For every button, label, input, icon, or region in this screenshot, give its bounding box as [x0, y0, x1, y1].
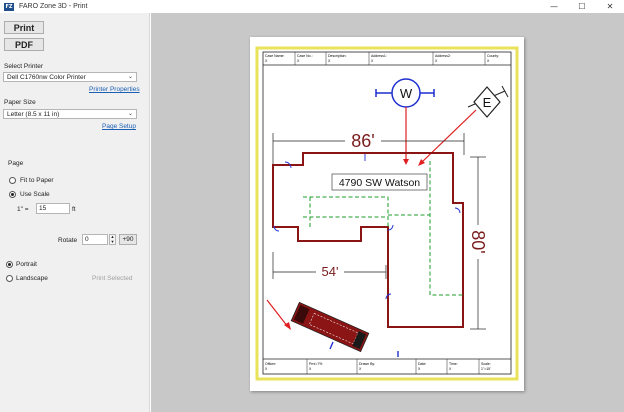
compass-w-label: W: [400, 86, 413, 101]
address-label-box: 4790 SW Watson: [331, 173, 428, 191]
title-bar: FZ FARO Zone 3D - Print — ☐ ✕: [0, 0, 624, 13]
dimension-bottom-label: 54': [322, 264, 339, 279]
dimension-side: 80': [468, 156, 488, 330]
app-icon: FZ: [4, 2, 14, 11]
header-label-description: Description:: [328, 54, 347, 58]
footer-label-print-file: Prnt / Fil:: [309, 362, 323, 366]
spin-up-icon: ▲: [110, 234, 115, 239]
footer-label-officer: Officer:: [265, 362, 276, 366]
select-printer-label: Select Printer: [4, 63, 44, 70]
header-cells: Case Name: X Case No.: X Description: X …: [265, 52, 499, 65]
page-group-label: Page: [8, 160, 24, 167]
door-symbols: [273, 154, 461, 300]
chevron-down-icon: ⌄: [127, 111, 133, 117]
pointer-arrows: [266, 107, 477, 330]
use-scale-radio[interactable]: [9, 191, 16, 198]
header-value-description: X: [328, 59, 331, 63]
print-selected-checkbox[interactable]: Print Selected: [92, 275, 133, 282]
landscape-label: Landscape: [16, 275, 48, 282]
minimize-button[interactable]: —: [550, 2, 558, 11]
page-setup-link[interactable]: Page Setup: [102, 123, 136, 130]
fit-to-paper-radio[interactable]: [9, 177, 16, 184]
building-outline: [272, 152, 464, 328]
paper-size-select-value: Letter (8.5 x 11 in): [7, 110, 60, 118]
scale-input[interactable]: 15: [36, 203, 70, 214]
header-value-address1: X: [371, 59, 374, 63]
rotate-spinner[interactable]: ▲ ▼: [109, 234, 116, 245]
paper-size-select[interactable]: Letter (8.5 x 11 in) ⌄: [3, 109, 137, 119]
portrait-label: Portrait: [16, 261, 37, 268]
footer-value-officer: X: [265, 367, 268, 371]
header-value-case-no: X: [297, 59, 300, 63]
footer-label-date: Date:: [418, 362, 426, 366]
address-label: 4790 SW Watson: [339, 177, 420, 189]
scale-unit-label: ft: [72, 206, 76, 213]
compass-e-label: E: [483, 95, 492, 110]
footer-label-time: Time:: [449, 362, 458, 366]
header-label-county: County:: [487, 54, 499, 58]
scale-prefix-label: 1" =: [17, 206, 29, 213]
interior-walls: [303, 161, 463, 296]
footer-label-scale: Scale:: [481, 362, 491, 366]
spin-down-icon: ▼: [110, 239, 115, 244]
printer-select-value: Dell C1760nw Color Printer: [7, 73, 86, 81]
footer-value-drawn-by: X: [359, 367, 362, 371]
rotate-label: Rotate: [58, 237, 78, 244]
chevron-down-icon: ⌄: [127, 74, 133, 80]
dimension-top-label: 86': [351, 131, 374, 151]
close-button[interactable]: ✕: [606, 2, 614, 11]
footer-value-date: X: [418, 367, 421, 371]
footer-cells: Officer: X Prnt / Fil: X Drawn By: X Dat…: [265, 359, 491, 374]
footer-value-print-file: X: [309, 367, 312, 371]
landscape-radio[interactable]: [6, 275, 13, 282]
dimension-top: 86': [272, 129, 465, 167]
page-border: [255, 46, 519, 381]
paper-size-label: Paper Size: [4, 99, 36, 106]
compass-e-marker: E: [467, 85, 509, 118]
header-label-address2: Address2:: [435, 54, 451, 58]
header-label-case-name: Case Name:: [265, 54, 284, 58]
print-options-panel: Print PDF Select Printer Dell C1760nw Co…: [0, 13, 150, 412]
header-value-case-name: X: [265, 59, 268, 63]
rotate-90-button[interactable]: +90: [119, 234, 137, 245]
footer-value-time: X: [449, 367, 452, 371]
footer-value-scale: 1"=15': [481, 367, 491, 371]
fire-truck-icon: [290, 301, 370, 353]
print-preview-page: Case Name: X Case No.: X Description: X …: [250, 37, 524, 391]
vehicle-marks: [329, 341, 399, 357]
portrait-radio[interactable]: [6, 261, 13, 268]
pdf-button[interactable]: PDF: [4, 38, 44, 51]
header-value-address2: X: [435, 59, 438, 63]
header-label-address1: Address1:: [371, 54, 387, 58]
fit-to-paper-label: Fit to Paper: [20, 177, 54, 184]
window-title: FARO Zone 3D - Print: [19, 3, 88, 10]
print-button[interactable]: Print: [4, 21, 44, 34]
footer-label-drawn-by: Drawn By:: [359, 362, 375, 366]
header-value-county: X: [487, 59, 490, 63]
maximize-button[interactable]: ☐: [578, 2, 586, 11]
printer-properties-link[interactable]: Printer Properties: [89, 86, 140, 93]
use-scale-label: Use Scale: [20, 191, 50, 198]
rotate-input[interactable]: 0: [82, 234, 108, 245]
header-label-case-no: Case No.:: [297, 54, 313, 58]
dimension-bottom: 54': [272, 252, 387, 279]
printer-select[interactable]: Dell C1760nw Color Printer ⌄: [3, 72, 137, 82]
diagram-canvas: Case Name: X Case No.: X Description: X …: [255, 46, 519, 381]
dimension-side-label: 80': [468, 230, 488, 253]
